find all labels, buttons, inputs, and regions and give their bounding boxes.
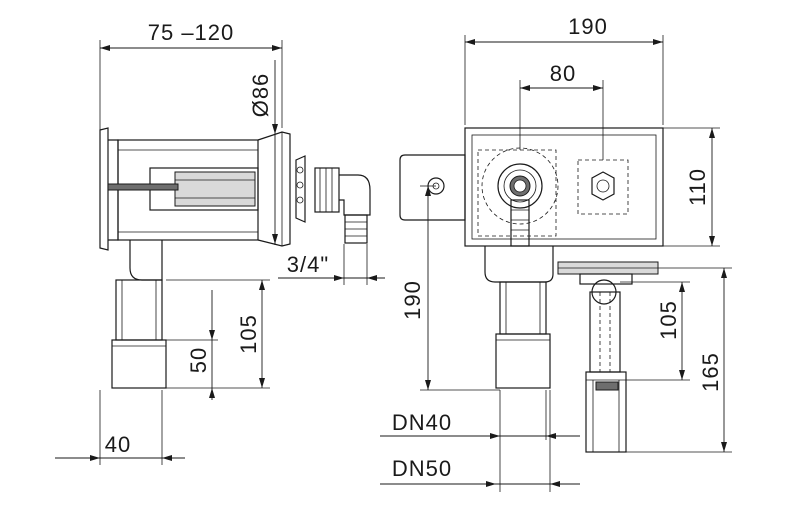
dim-front-190: 190 [568, 14, 608, 39]
dim-75-120: 75 –120 [148, 20, 235, 45]
dim-left-50: 50 [186, 347, 211, 373]
side-view-left: 75 –120 Ø86 3/4" 105 50 40 [55, 20, 385, 465]
front-view: 190 80 110 190 DN40 [380, 14, 720, 492]
dim-front-80: 80 [550, 61, 576, 86]
dim-thread-3-4: 3/4" [287, 252, 329, 277]
dim-dn50: DN50 [392, 456, 452, 481]
section-view-right: 105 165 [557, 261, 732, 453]
dim-right-105: 105 [656, 300, 681, 340]
dim-front-height-190: 190 [400, 280, 425, 320]
dim-diameter-86: Ø86 [248, 73, 273, 118]
dim-front-110: 110 [685, 168, 710, 206]
dim-left-40: 40 [105, 432, 131, 457]
dim-right-165: 165 [698, 352, 723, 392]
dim-left-105: 105 [236, 314, 261, 354]
dim-dn40: DN40 [392, 410, 452, 435]
